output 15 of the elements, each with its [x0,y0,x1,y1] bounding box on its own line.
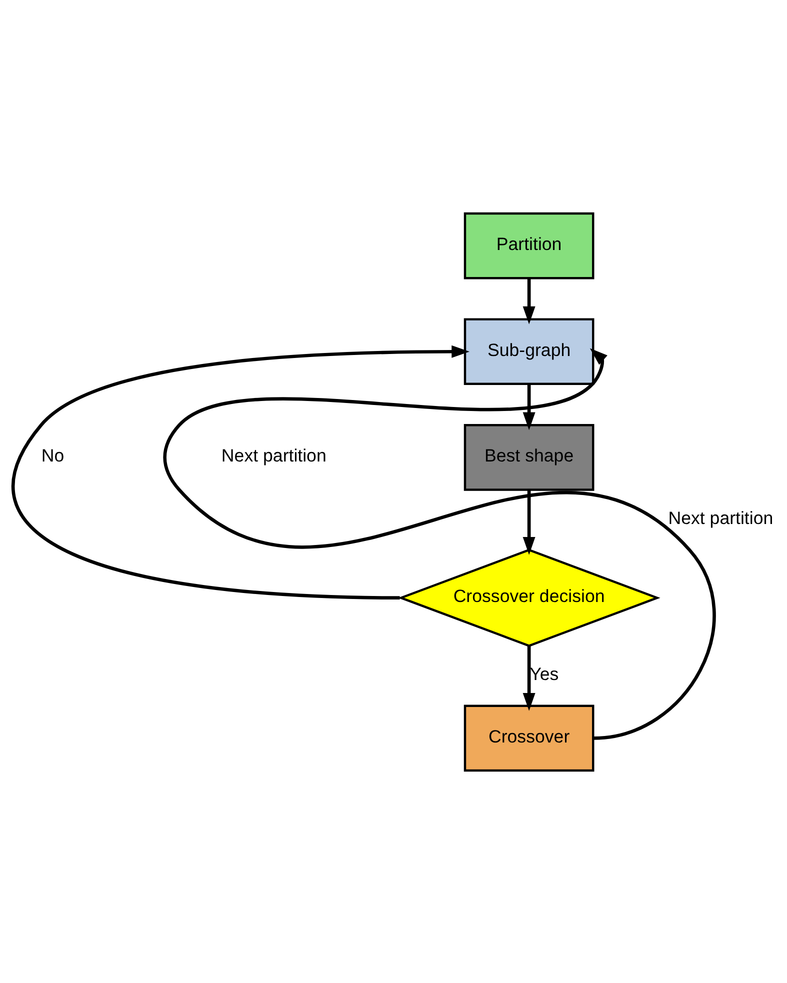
edge-label: Yes [530,664,559,684]
node-box: Sub-graph [464,318,594,385]
arrow [163,348,716,740]
edge-label: Next partition [668,508,774,528]
edge-label: No [41,445,64,466]
node-box: Crossover [464,704,594,772]
node-box: Partition [464,212,594,279]
node-box: Best shape [464,424,594,490]
arrow [12,344,470,600]
arrow [522,646,536,710]
node-diamond: Crossover decision [398,548,660,646]
arrow [522,278,536,324]
arrow [522,489,536,554]
arrow [522,384,536,430]
label: Next partition [221,445,326,466]
